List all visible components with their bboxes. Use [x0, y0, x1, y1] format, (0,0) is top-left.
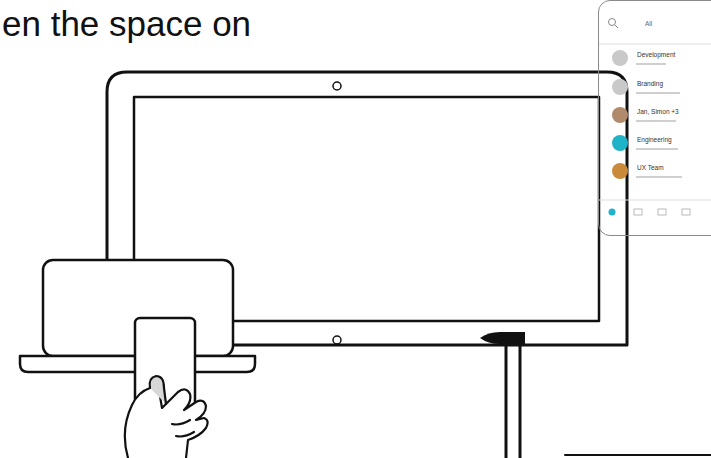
filter-label: All — [645, 20, 652, 27]
heading: en the space on — [2, 4, 251, 44]
board-stand — [519, 345, 522, 458]
phone-screen: AllDevelopmentBrandingJan, Simon +3 Engin… — [598, 0, 711, 236]
space-name: Jan, Simon +3 — [637, 108, 679, 115]
sensor — [333, 336, 341, 344]
space-name: UX Team — [637, 164, 664, 171]
space-name: Development — [637, 51, 675, 58]
hand — [125, 376, 208, 458]
space-name: Engineering — [637, 136, 672, 143]
floor-line — [565, 454, 711, 456]
board-stand — [505, 345, 508, 458]
phone-screen-details — [598, 19, 711, 216]
space-name: Branding — [637, 80, 663, 87]
board-indicator — [480, 332, 525, 344]
camera — [333, 82, 341, 90]
